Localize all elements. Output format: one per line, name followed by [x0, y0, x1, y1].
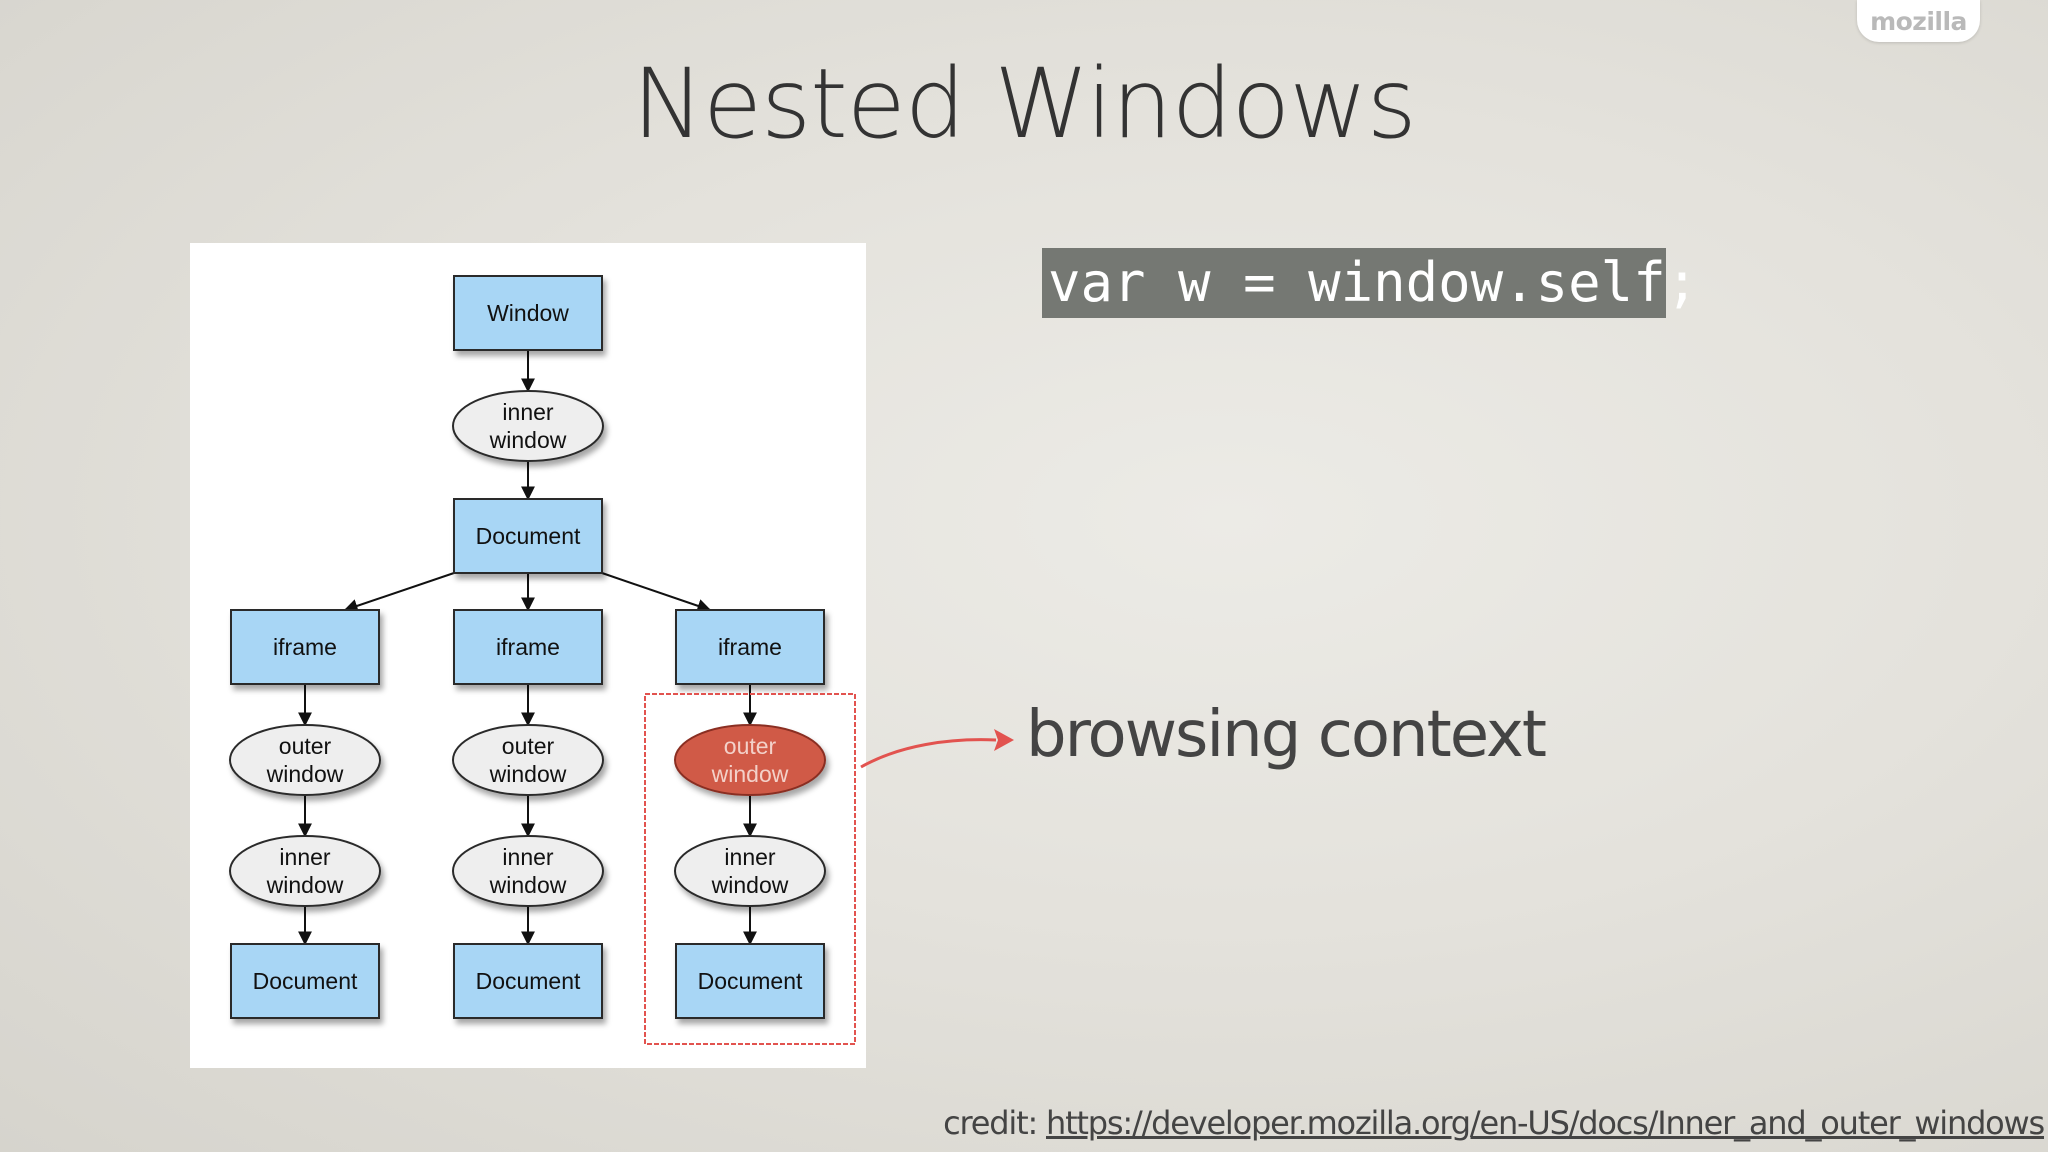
node-col2-inner-window: [452, 835, 604, 907]
node-col2-document: [453, 943, 603, 1019]
credit-line: credit: https://developer.mozilla.org/en…: [943, 1104, 2045, 1142]
node-col3-inner-window-shape: [674, 835, 826, 907]
node-root-window-label: Window: [487, 300, 569, 326]
edge-root-document-col3: [601, 572, 712, 613]
node-root-document: [453, 498, 603, 574]
node-root-inner-window-shape: [452, 390, 604, 462]
node-col2-document-label: Document: [476, 968, 581, 994]
node-col1-outer-window-shape: [229, 724, 381, 796]
node-col2-inner-window-shape: [452, 835, 604, 907]
node-root-window-shape: [453, 275, 603, 351]
edge-root-document-col1: [343, 572, 455, 613]
node-col1-inner-window-shape: [229, 835, 381, 907]
callout-arrow-head: [994, 729, 1014, 751]
node-col3-iframe-shape: [675, 609, 825, 685]
node-col3-outer-window-shape: [674, 724, 826, 796]
node-col2-outer-window-shape: [452, 724, 604, 796]
node-col1-document: [230, 943, 380, 1019]
browsing-context-highlight-box: [644, 693, 856, 1045]
node-root-window: [453, 275, 603, 351]
node-root-inner-window: [452, 390, 604, 462]
code-snippet: var w = window.self;: [1042, 248, 1698, 318]
slide-title: Nested Windows: [632, 48, 1417, 160]
node-col2-iframe: [453, 609, 603, 685]
node-col1-iframe-shape: [230, 609, 380, 685]
node-col3-document: [675, 943, 825, 1019]
node-col2-iframe-shape: [453, 609, 603, 685]
node-root-document-label: Document: [476, 523, 581, 549]
mozilla-brand-tab: mozilla: [1857, 0, 1980, 42]
node-col1-document-label: Document: [253, 968, 358, 994]
mozilla-logo-text: mozilla: [1870, 6, 1967, 36]
node-col3-iframe: [675, 609, 825, 685]
node-col3-document-label: Document: [698, 968, 803, 994]
node-col2-outer-window: [452, 724, 604, 796]
callout-arrow-line: [860, 738, 997, 769]
node-col1-document-shape: [230, 943, 380, 1019]
node-col1-iframe-label: iframe: [273, 634, 337, 660]
browsing-context-label: browsing context: [1026, 698, 1547, 772]
node-col2-document-shape: [453, 943, 603, 1019]
node-col3-outer-window: [674, 724, 826, 796]
node-col3-inner-window: [674, 835, 826, 907]
node-col2-iframe-label: iframe: [496, 634, 560, 660]
node-col3-document-shape: [675, 943, 825, 1019]
node-col1-iframe: [230, 609, 380, 685]
node-col3-iframe-label: iframe: [718, 634, 782, 660]
credit-link[interactable]: https://developer.mozilla.org/en-US/docs…: [1046, 1104, 2045, 1142]
node-col1-outer-window: [229, 724, 381, 796]
node-root-document-shape: [453, 498, 603, 574]
node-col1-inner-window: [229, 835, 381, 907]
credit-prefix: credit:: [943, 1104, 1046, 1142]
